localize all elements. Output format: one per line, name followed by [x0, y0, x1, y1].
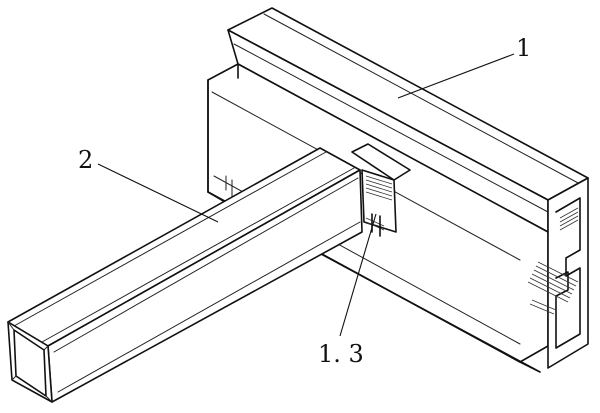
leader-1 [397, 53, 515, 99]
label-part-1: 1 [516, 34, 531, 62]
tube-2 [7, 147, 363, 403]
label-part-2: 2 [78, 146, 93, 174]
label-part-1-3: 1. 3 [318, 340, 364, 368]
leader-2 [97, 163, 219, 223]
connector-1-3 [351, 143, 411, 237]
leader-1-3 [339, 213, 377, 337]
